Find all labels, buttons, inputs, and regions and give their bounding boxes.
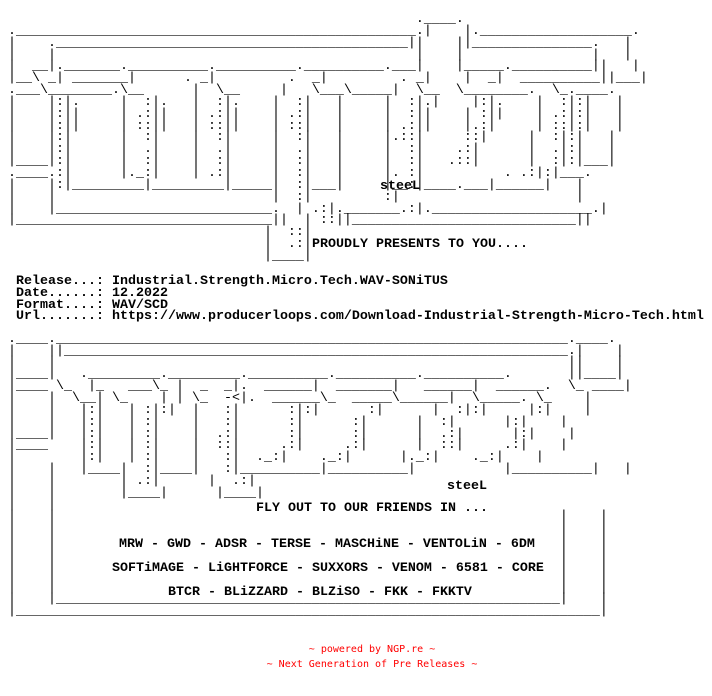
- release-date: Date......: 12.2022: [16, 286, 168, 301]
- ascii-art-line: | __|._______.__________.__________.____…: [8, 59, 640, 75]
- ascii-art-line: | | | |: [8, 533, 608, 549]
- release-format: Format....: WAV/SCD: [16, 298, 168, 313]
- ascii-art-line: | |_____________________________________…: [8, 592, 608, 608]
- ascii-art-line: | ._____________________________________…: [8, 35, 632, 51]
- ascii-art-line: | .:|: [8, 237, 312, 253]
- greetings-line: MRW - GWD - ADSR - TERSE - MASCHiNE - VE…: [119, 537, 535, 552]
- ascii-art-line: | |:|| | ::|| | ::|| | ::| | | .:|| |.:|…: [8, 118, 624, 134]
- ascii-art-line: | | || |: [8, 355, 624, 371]
- ascii-art-line: |____|:| | :| | :| | :| | | :| .::| | :|…: [8, 154, 616, 170]
- ascii-art-line: | ::|: [8, 225, 312, 241]
- ascii-art-line: .____.: [8, 12, 464, 27]
- greetings-line: SOFTiMAGE - LiGHTFORCE - SUXXORS - VENOM…: [112, 561, 544, 576]
- ascii-art-line: | |:| | :| | :| ._:| ._:| |._:| ._:| |: [8, 450, 544, 466]
- ascii-art-line: | | | |: [8, 544, 608, 560]
- ascii-art-line: |__\ _| _______| . _| . _| . _| | _| ___…: [8, 71, 648, 87]
- ascii-art-line: | | |:| | :|:| | :| :|:| :| | :|:| |:| |: [8, 402, 592, 418]
- ascii-art-line: | |:|. | :|. | :|. | :| | | :|.| |:|. | …: [8, 94, 624, 110]
- ascii-art-line: .____.__________________________________…: [8, 331, 616, 347]
- ascii-art-line: | |:| | :| | :| | :| | |.::| ::| | :|:| …: [8, 130, 616, 146]
- ascii-art-line: | | | |: [8, 521, 608, 537]
- ascii-art-line: | | |____| :|____| :|__________|________…: [8, 462, 632, 478]
- ascii-art-line: .___\________.\__ | \__ | \___\_____| \_…: [8, 83, 616, 99]
- release-name: Release...: Industrial.Strength.Micro.Te…: [16, 274, 448, 289]
- ascii-art-line: | |: [8, 497, 56, 513]
- ascii-art-line: | |:|| | .:|| | .:|| | .:| | | :|| | :||…: [8, 106, 624, 122]
- footer-tagline: ~ Next Generation of Pre Releases ~: [266, 659, 478, 670]
- art-signature: steeL: [380, 179, 420, 194]
- ascii-art-line: |_______________________________________…: [8, 604, 608, 620]
- ascii-art-line: | |:|_________|_________|_____| :|___| |…: [8, 177, 584, 193]
- ascii-art-line: | | | |: [8, 580, 608, 596]
- ascii-art-line: |________________________________|| | ::…: [8, 213, 592, 229]
- footer-powered-by: ~ powered by NGP.re ~: [308, 644, 436, 655]
- ascii-art-line: | | | |: [8, 509, 608, 525]
- art-signature-bottom: steeL: [447, 479, 487, 494]
- ascii-art-line: | |___________________________. | .:|.__…: [8, 201, 608, 217]
- ascii-art-line: |____|: [8, 248, 312, 264]
- ascii-art-line: | | | |: [8, 556, 608, 572]
- ascii-art-line: | | | | | |: [8, 47, 632, 63]
- ascii-art-line: | |:| | .| | .| | .| | | :| .:| | .|:| |: [8, 142, 616, 158]
- nfo-ascii-art: .____.._________________________________…: [8, 12, 648, 620]
- ascii-art-line: | | |:| | :| | :| :| :| | :| |:| |: [8, 414, 568, 430]
- ascii-art-line: | | | .:| | .:|: [8, 473, 256, 489]
- ascii-art-line: |____ \_ |_ ___\_ | _ _|. ______| ______…: [8, 379, 632, 395]
- tagline: PROUDLY PRESENTS TO YOU....: [312, 237, 528, 252]
- ascii-art-line: |____| ._________._________.__________._…: [8, 367, 624, 383]
- release-url: Url.......: https://www.producerloops.co…: [16, 309, 704, 324]
- greetings-title: FLY OUT TO OUR FRIENDS IN ...: [256, 501, 488, 516]
- ascii-art-line: | ||____________________________________…: [8, 343, 624, 359]
- ascii-art-line: | | |____| |____|: [8, 485, 264, 501]
- ascii-art-line: | | | :| :| |: [8, 189, 584, 205]
- ascii-art-line: |____| |:| | :| | .:| :| :| | .:| |:| |: [8, 426, 576, 442]
- greetings-line: BTCR - BLiZZARD - BLZiSO - FKK - FKKTV: [168, 585, 472, 600]
- ascii-art-line: ._______________________________________…: [8, 23, 640, 39]
- ascii-art-line: .____.:| |._:| | .:| | :| | |. :| . .:|:…: [8, 165, 592, 181]
- ascii-art-line: | | | |: [8, 568, 608, 584]
- ascii-art-line: |____ |:| | :| | ::| .:| .:| | ::| .:| |: [8, 438, 568, 454]
- blank-line: [8, 263, 648, 275]
- ascii-art-line: | | \__| \_ | | \_ -<|. ______\_ _____\_…: [8, 391, 592, 406]
